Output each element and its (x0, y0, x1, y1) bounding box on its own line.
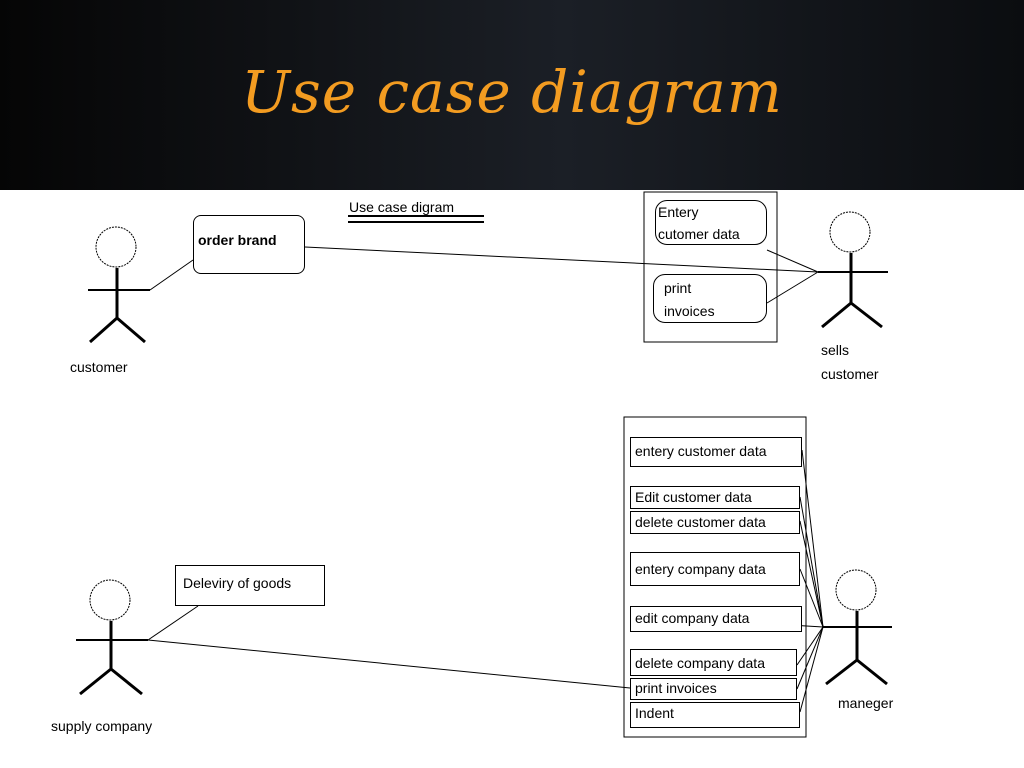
seller-system-boundary (643, 191, 778, 343)
actor-supply-company-figure (76, 579, 148, 696)
usecase-indent[interactable]: Indent (630, 702, 800, 728)
assoc-entry-data-seller (766, 249, 819, 273)
usecase-entry-company-data[interactable]: entery company data (630, 552, 800, 586)
usecase-delivery-of-goods[interactable]: Deleviry of goods (175, 565, 325, 606)
usecase-entry-line2: cutomer data (658, 226, 740, 242)
assoc-supply-print-invoices (147, 639, 631, 689)
actor-customer-figure (88, 226, 150, 344)
usecase-entry-customer-data[interactable]: Entery cutomer data (655, 200, 767, 245)
usecase-label: entery company data (635, 561, 766, 577)
manager-system-boundary (623, 416, 807, 738)
usecase-delivery-label: Deleviry of goods (183, 575, 292, 591)
usecase-print-line1: print (664, 280, 692, 296)
actor-supply-company-label: supply company (51, 718, 153, 734)
usecase-delete-company-data[interactable]: delete company data (630, 649, 797, 676)
usecase-edit-customer-data[interactable]: Edit customer data (630, 486, 800, 509)
usecase-order-brand[interactable]: order brand (193, 215, 305, 274)
usecase-label: delete company data (635, 655, 765, 671)
actor-manager-figure (823, 569, 892, 686)
usecase-label: Indent (635, 705, 674, 721)
assoc-manager-fan (789, 449, 824, 713)
actor-manager-label: maneger (838, 695, 894, 711)
usecase-entry-line1: Entery (658, 204, 699, 220)
diagram-canvas: Use case digram order brand Entery cutom… (0, 190, 1024, 768)
actor-sells-customer-label-2: customer (821, 366, 879, 382)
usecase-label: Edit customer data (635, 489, 752, 505)
usecase-order-brand-label: order brand (198, 232, 277, 248)
assoc-print-invoices-seller (766, 271, 819, 304)
slide-header: Use case diagram (0, 0, 1024, 190)
usecase-label: entery customer data (635, 443, 767, 459)
slide-title: Use case diagram (241, 58, 783, 126)
usecase-entry-customer-data-mgr[interactable]: entery customer data (630, 437, 802, 467)
diagram-lines (76, 191, 892, 738)
actor-sells-customer-label-1: sells (821, 342, 850, 358)
usecase-edit-company-data[interactable]: edit company data (630, 606, 802, 632)
actor-customer-label: customer (70, 359, 128, 375)
usecase-label: print invoices (635, 680, 717, 696)
assoc-customer-order-brand (149, 259, 194, 291)
diagram-heading: Use case digram (349, 199, 455, 215)
assoc-order-brand-seller (304, 246, 819, 273)
usecase-print-invoices-mgr[interactable]: print invoices (630, 678, 797, 700)
usecase-label: edit company data (635, 610, 750, 626)
actor-sells-customer-figure (818, 211, 888, 329)
usecase-label: delete customer data (635, 514, 766, 530)
usecase-print-line2: invoices (664, 303, 715, 319)
usecase-delete-customer-data[interactable]: delete customer data (630, 511, 800, 534)
assoc-supply-delivery (147, 605, 199, 641)
usecase-print-invoices-seller[interactable]: print invoices (653, 274, 767, 323)
